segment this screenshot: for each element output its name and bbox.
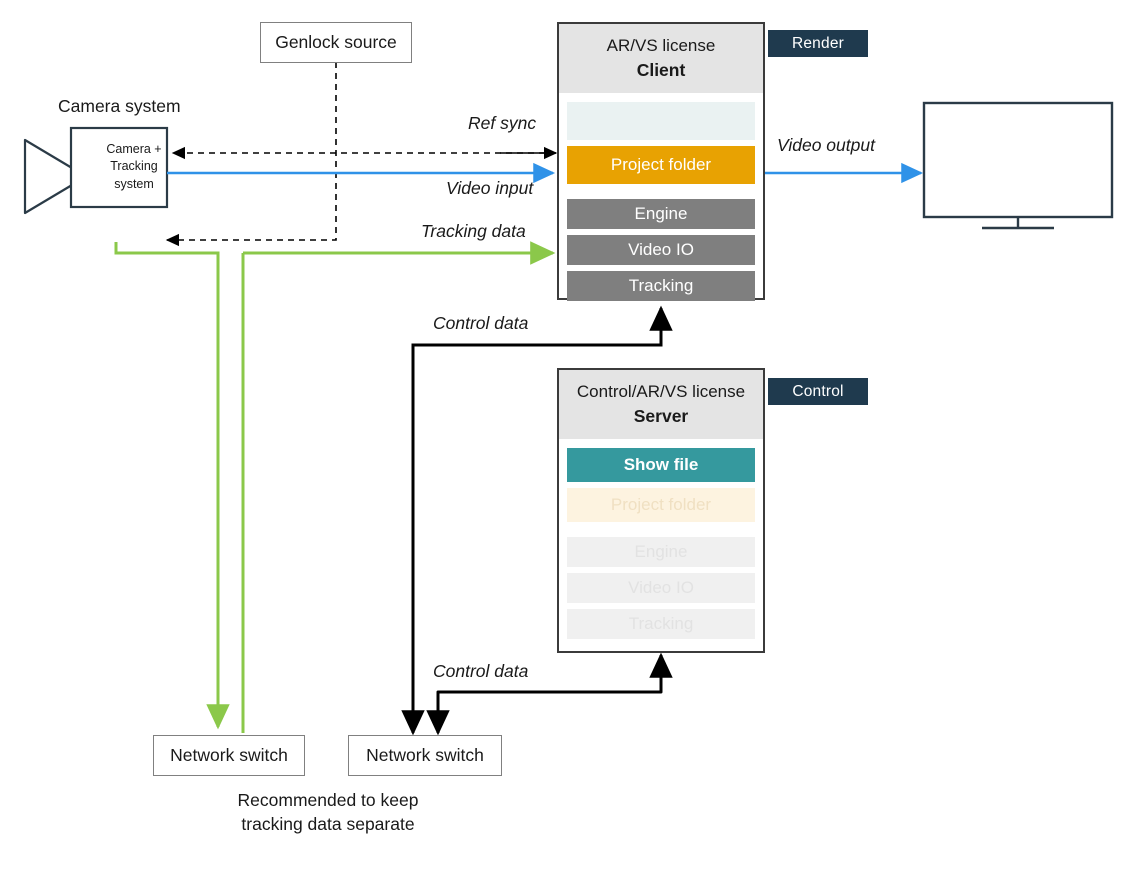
control-data-lower-label: Control data <box>433 661 529 681</box>
client-row-gap <box>567 190 755 199</box>
video-output-label: Video output <box>777 135 875 155</box>
server-box[interactable]: Control/AR/VS license Server Show file P… <box>557 368 765 653</box>
network-switch-left-label: Network switch <box>170 745 288 765</box>
client-row-tracking[interactable]: Tracking <box>567 271 755 302</box>
genlock-source-box[interactable]: Genlock source <box>260 22 412 63</box>
camera-body-line-3: system <box>114 176 154 191</box>
ref-sync-label: Ref sync <box>468 113 537 133</box>
client-header: AR/VS license Client <box>559 24 763 94</box>
genlock-source-label: Genlock source <box>275 32 397 52</box>
server-header: Control/AR/VS license Server <box>559 370 763 440</box>
server-row-show-file[interactable]: Show file <box>567 448 755 483</box>
camera-body-line-1: Camera + <box>106 142 162 156</box>
switch-note-line-1: Recommended to keep <box>237 790 419 810</box>
camera-body-line-2: Tracking <box>110 159 158 174</box>
client-row-empty[interactable] <box>567 102 755 141</box>
server-license-label: Control/AR/VS license <box>576 382 746 401</box>
server-row-list: Show file Project folder Engine Video IO… <box>559 439 763 648</box>
switch-note: Recommended to keep tracking data separa… <box>188 789 468 836</box>
tracking-data-label: Tracking data <box>421 221 526 241</box>
client-row-video-io[interactable]: Video IO <box>567 235 755 266</box>
server-row-tracking[interactable]: Tracking <box>567 609 755 640</box>
server-control-badge: Control <box>768 378 868 405</box>
server-row-video-io[interactable]: Video IO <box>567 573 755 604</box>
client-role-label: Client <box>636 59 686 80</box>
server-role-label: Server <box>633 405 689 426</box>
network-switch-left[interactable]: Network switch <box>153 735 305 776</box>
client-render-badge: Render <box>768 30 868 57</box>
client-row-list: Project folder Engine Video IO Tracking <box>559 93 763 310</box>
tracking-green-to-switch <box>114 242 230 730</box>
client-row-engine[interactable]: Engine <box>567 199 755 230</box>
camera-icon <box>23 126 169 215</box>
monitor-icon <box>922 101 1114 230</box>
video-input-label: Video input <box>446 178 534 198</box>
camera-body-label: Camera + Tracking system <box>84 141 184 193</box>
camera-system-title: Camera system <box>58 96 181 116</box>
genlock-trunk <box>165 62 337 247</box>
server-row-project-folder[interactable]: Project folder <box>567 488 755 523</box>
network-switch-right-label: Network switch <box>366 745 484 765</box>
network-switch-right[interactable]: Network switch <box>348 735 502 776</box>
server-row-gap <box>567 528 755 537</box>
server-row-engine[interactable]: Engine <box>567 537 755 568</box>
client-license-label: AR/VS license <box>606 36 716 55</box>
control-data-upper-label: Control data <box>433 313 529 333</box>
client-box[interactable]: AR/VS license Client Project folder Engi… <box>557 22 765 302</box>
client-row-project-folder[interactable]: Project folder <box>567 146 755 185</box>
switch-note-line-2: tracking data separate <box>241 813 415 834</box>
